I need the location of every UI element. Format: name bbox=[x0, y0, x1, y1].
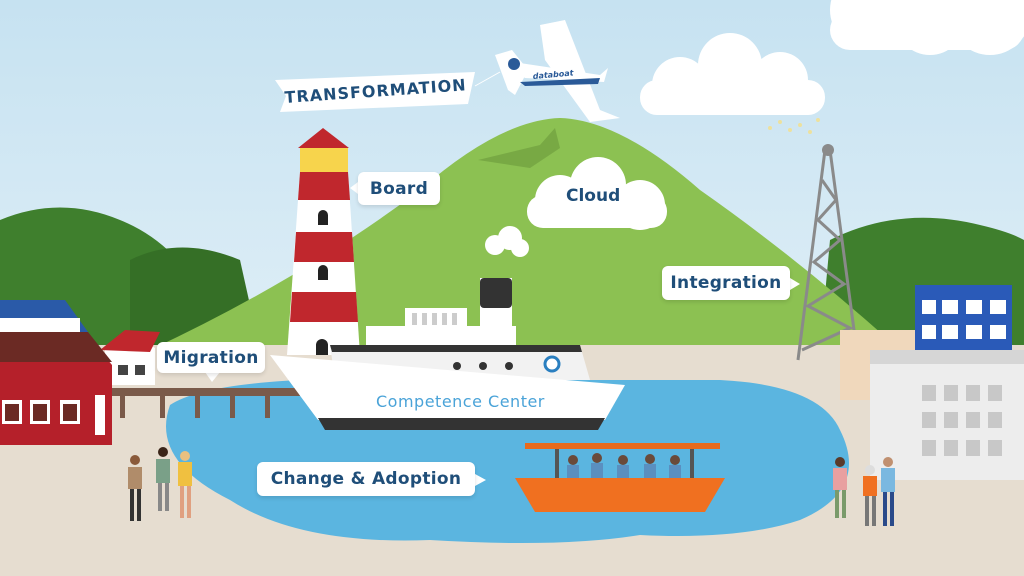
cloud-top-right bbox=[830, 0, 1024, 55]
cloud-label-shape bbox=[527, 157, 667, 230]
plane-brand: databoat bbox=[532, 68, 575, 81]
pier bbox=[110, 388, 300, 396]
people-left bbox=[128, 447, 192, 521]
blue-building bbox=[915, 285, 1012, 357]
signal-dots bbox=[768, 118, 820, 134]
people-right bbox=[833, 457, 895, 526]
tour-boat bbox=[515, 443, 725, 512]
label-change-adoption: Change & Adoption bbox=[257, 462, 475, 496]
airplane bbox=[495, 20, 620, 122]
label-migration: Migration bbox=[157, 342, 265, 373]
label-integration: Integration bbox=[662, 266, 790, 300]
transformation-banner bbox=[275, 71, 501, 112]
ship bbox=[270, 278, 625, 430]
label-cloud: Cloud bbox=[566, 186, 621, 206]
plane-shadow bbox=[478, 128, 560, 168]
label-board: Board bbox=[358, 172, 440, 205]
label-competence-center: Competence Center bbox=[376, 392, 545, 411]
radio-tower bbox=[796, 149, 860, 361]
lighthouse bbox=[287, 128, 360, 355]
cloud-small bbox=[485, 226, 529, 257]
cloud-plane bbox=[640, 33, 825, 115]
